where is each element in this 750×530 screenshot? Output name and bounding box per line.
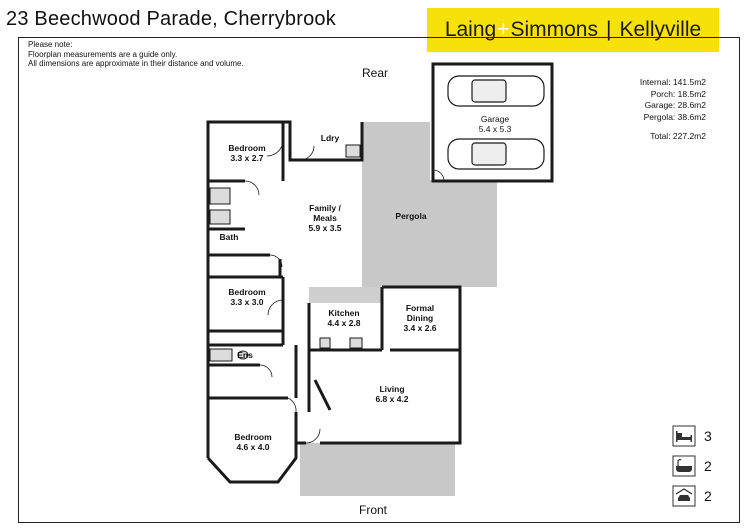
walls <box>206 62 554 484</box>
room-dims: 3.3 x 3.0 <box>230 297 264 307</box>
room-name: Bedroom <box>228 287 266 297</box>
room-name: Bedroom <box>234 432 272 442</box>
room-pergola: Pergola <box>386 211 436 221</box>
feature-legend: 3 2 2 <box>672 425 712 507</box>
area-garage: Garage: 28.6m2 <box>644 100 706 110</box>
car-icon <box>447 75 545 170</box>
room-family-meals: Family / Meals 5.9 x 3.5 <box>295 203 355 233</box>
room-dims: 3.3 x 2.7 <box>230 153 264 163</box>
room-ensuite: Ens <box>230 350 260 360</box>
room-name: Ldry <box>320 133 340 143</box>
room-name: Family / <box>309 203 341 213</box>
brand-separator: | <box>606 18 612 41</box>
bedroom-count: 3 <box>704 428 712 444</box>
room-name: Kitchen <box>328 308 360 318</box>
disclaimer-notes: Please note: Floorplan measurements are … <box>28 40 244 69</box>
room-dims: 5.4 x 5.3 <box>478 124 512 134</box>
door-swings <box>244 139 445 444</box>
agency-logo: Laing+Simmons | Kellyville <box>427 8 719 52</box>
room-name: Pergola <box>395 211 427 221</box>
feature-bathrooms: 2 <box>672 455 712 477</box>
room-bedroom-1: Bedroom 3.3 x 2.7 <box>214 143 280 163</box>
brand-office: Kellyville <box>619 18 702 41</box>
room-dims: 3.4 x 2.6 <box>403 323 437 333</box>
note-line: All dimensions are approximate in their … <box>28 59 244 68</box>
room-bedroom-2: Bedroom 3.3 x 3.0 <box>214 287 280 307</box>
rear-label: Rear <box>362 66 389 80</box>
room-dims: 5.9 x 3.5 <box>308 223 342 233</box>
room-dims: 4.4 x 2.8 <box>327 318 361 328</box>
brand-name-part1: Laing <box>444 18 497 41</box>
room-name: Ens <box>237 350 253 360</box>
bed-icon <box>672 425 696 447</box>
area-pergola: Pergola: 38.6m2 <box>643 111 706 122</box>
room-garage: Garage 5.4 x 5.3 <box>455 114 535 134</box>
front-label: Front <box>359 503 388 517</box>
room-dims: 6.8 x 4.2 <box>375 394 409 404</box>
room-bedroom-3: Bedroom 4.6 x 4.0 <box>220 432 286 452</box>
room-name: Garage <box>480 114 510 124</box>
bathroom-fixtures <box>209 144 363 362</box>
bathroom-count: 2 <box>704 458 712 474</box>
room-name: Bath <box>219 232 239 242</box>
bathtub-icon <box>672 455 696 477</box>
feature-bedrooms: 3 <box>672 425 712 447</box>
room-name-line2: Dining <box>406 313 434 323</box>
area-total: Total: 227.2m2 <box>650 131 706 141</box>
note-line: Floorplan measurements are a guide only. <box>28 49 178 59</box>
room-laundry: Ldry <box>310 133 350 143</box>
room-name: Living <box>379 384 405 394</box>
floorplan-frame <box>18 37 740 523</box>
room-living: Living 6.8 x 4.2 <box>362 384 422 404</box>
feature-parking: 2 <box>672 485 712 507</box>
brand-name-part2: Simmons <box>510 18 598 41</box>
parking-count: 2 <box>704 488 712 504</box>
room-name-line2: Meals <box>313 213 337 223</box>
room-dims: 4.6 x 4.0 <box>236 442 270 452</box>
kitchen-bench <box>309 287 382 303</box>
note-line: Please note: <box>28 40 73 49</box>
pergola-area <box>362 122 497 287</box>
brand-plus: + <box>497 18 510 41</box>
car-garage-icon <box>672 485 696 507</box>
room-formal-dining: Formal Dining 3.4 x 2.6 <box>390 303 450 333</box>
room-name: Formal <box>405 303 435 313</box>
room-bath: Bath <box>212 232 246 242</box>
property-address: 23 Beechwood Parade, Cherrybrook <box>6 8 336 30</box>
area-internal: Internal: 141.5m2 <box>639 77 706 87</box>
porch-area <box>300 443 455 496</box>
room-kitchen: Kitchen 4.4 x 2.8 <box>314 308 374 328</box>
area-summary: Internal: 141.5m2 Porch: 18.5m2 Garage: … <box>640 77 706 143</box>
room-name: Bedroom <box>228 143 266 153</box>
area-porch: Porch: 18.5m2 <box>650 88 706 99</box>
